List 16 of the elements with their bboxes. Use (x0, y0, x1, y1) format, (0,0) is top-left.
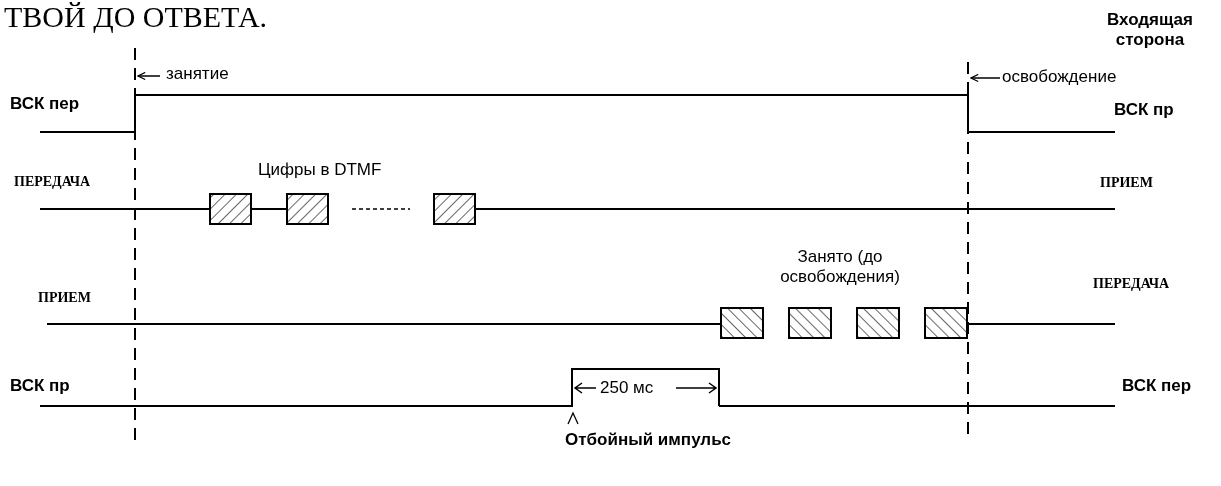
side-heading: Входящая сторона (1106, 10, 1194, 50)
event-label: занятие (166, 64, 229, 84)
signal-name: ПРИЕМ (38, 290, 91, 307)
signal-name: ПЕРЕДАЧА (1093, 276, 1170, 293)
signal-name: ПРИЕМ (1100, 175, 1153, 192)
signal-name: ВСК пр (1114, 100, 1174, 120)
signal-name: ВСК пер (10, 94, 80, 114)
annotation: Цифры в DTMF (258, 160, 382, 180)
event-label: освобождение (1002, 67, 1117, 87)
signal-name: ВСК пер (1122, 376, 1192, 396)
annotation: Отбойный импульс (565, 430, 732, 450)
annotation: Занято (до освобождения) (779, 247, 901, 287)
signal-name: ВСК пр (10, 376, 70, 396)
title: ТВОЙ ДО ОТВЕТА. (4, 0, 268, 35)
dimension-label: 250 мс (600, 378, 654, 398)
signal-name: ПЕРЕДАЧА (14, 174, 91, 191)
